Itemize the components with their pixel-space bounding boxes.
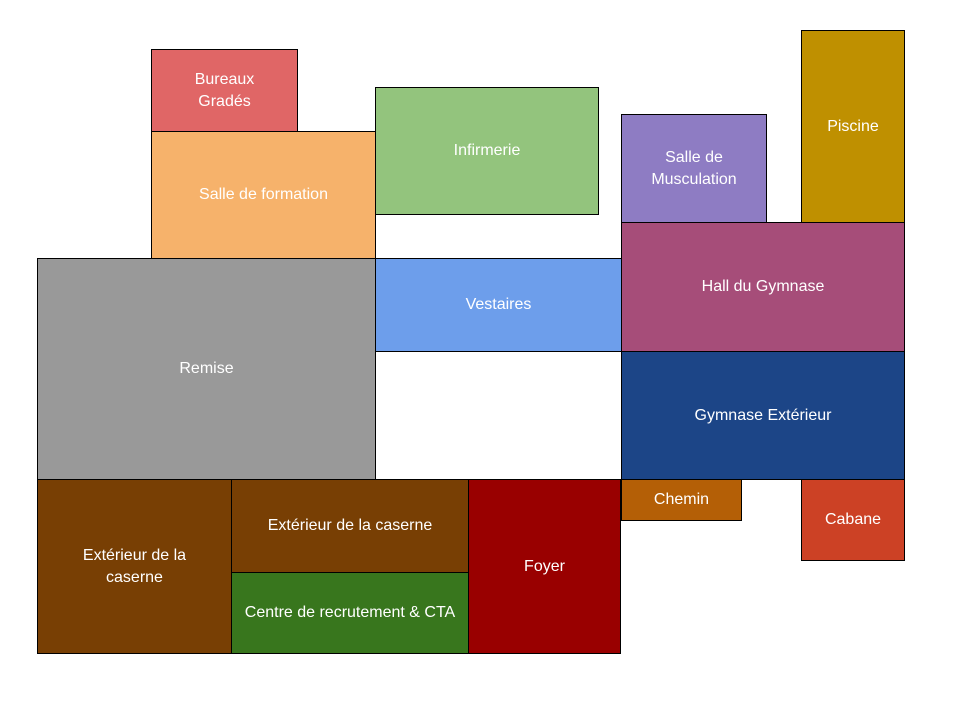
room-bureaux-grades: Bureaux Gradés xyxy=(151,49,298,132)
room-label: Foyer xyxy=(524,557,565,575)
room-piscine: Piscine xyxy=(801,30,905,223)
room-hall-du-gymnase: Hall du Gymnase xyxy=(621,222,905,352)
room-label: Salle de formation xyxy=(199,186,328,203)
room-vestaires: Vestaires xyxy=(375,258,622,352)
room-exterieur-de-la-caserne-left: Extérieur de la caserne xyxy=(37,479,232,654)
room-label: Extérieur de la caserne xyxy=(267,517,433,534)
room-label: Cabane xyxy=(824,511,882,528)
room-label: Chemin xyxy=(653,491,710,508)
room-label: Vestaires xyxy=(465,296,532,313)
room-chemin: Chemin xyxy=(621,479,742,521)
room-label: Gymnase Extérieur xyxy=(694,406,832,424)
room-exterieur-de-la-caserne-right: Extérieur de la caserne xyxy=(231,479,469,573)
room-label: Infirmerie xyxy=(453,142,521,159)
room-label: Hall du Gymnase xyxy=(701,278,825,295)
room-remise: Remise xyxy=(37,258,376,480)
room-salle-de-musculation: Salle de Musculation xyxy=(621,114,767,223)
room-foyer: Foyer xyxy=(468,479,621,654)
room-gymnase-exterieur: Gymnase Extérieur xyxy=(621,351,905,480)
room-label: Centre de recrutement & CTA xyxy=(244,604,456,621)
room-label: Remise xyxy=(179,360,234,377)
room-salle-de-formation: Salle de formation xyxy=(151,131,376,259)
room-infirmerie: Infirmerie xyxy=(375,87,599,215)
room-centre-de-recrutement-cta: Centre de recrutement & CTA xyxy=(231,572,469,654)
room-label: Salle de Musculation xyxy=(651,148,737,188)
room-label: Extérieur de la caserne xyxy=(82,546,187,586)
room-label: Bureaux Gradés xyxy=(194,70,255,110)
room-label: Piscine xyxy=(827,117,879,135)
room-cabane: Cabane xyxy=(801,479,905,561)
